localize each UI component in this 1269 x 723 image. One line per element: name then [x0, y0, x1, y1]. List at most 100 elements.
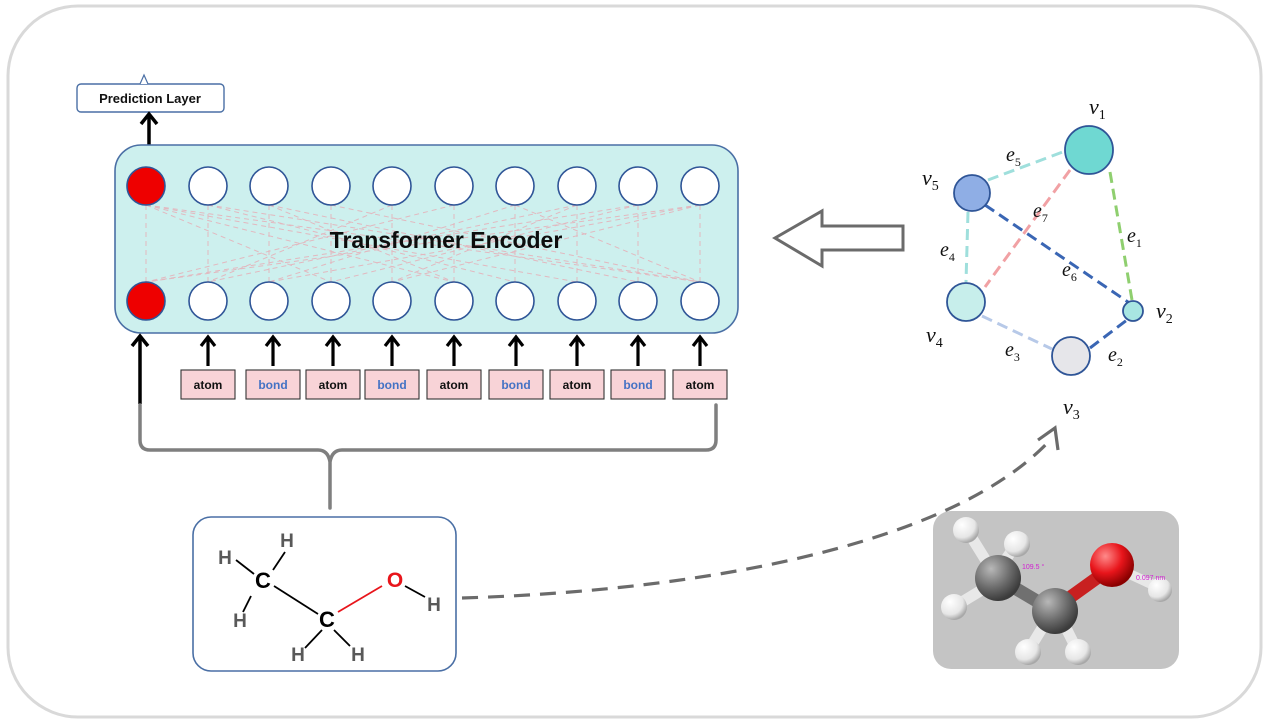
encoder-input-node-cls [126, 281, 166, 321]
encoder-output-node [618, 166, 658, 206]
atom-label-c2: C [319, 607, 335, 632]
attention-line [391, 204, 578, 283]
graph-node-v4 [946, 282, 986, 322]
prediction-layer-box [76, 83, 225, 113]
encoder-output-node [311, 166, 351, 206]
atom3d-hydrogen [1004, 531, 1030, 557]
encoder-output-node [372, 166, 412, 206]
encoder-output-node [680, 166, 720, 206]
token-label: atom [194, 378, 223, 392]
edge-label-e1: e1 [1127, 225, 1142, 250]
encoder-title: Transformer Encoder [330, 227, 563, 253]
atom-label-h3: H [233, 611, 247, 632]
atom-label-c1: C [255, 568, 271, 593]
prediction-layer-label: Prediction Layer [99, 91, 201, 106]
atom3d-hydrogen [1015, 639, 1041, 665]
encoder-output-node [249, 166, 289, 206]
token-box [672, 369, 728, 400]
graph-node-v1 [1064, 125, 1114, 175]
node-label-v3: v3 [1063, 394, 1080, 423]
edge-line-e5 [987, 148, 1069, 182]
attention-line [330, 204, 639, 283]
input-brace [138, 403, 718, 510]
token-atom: atom [672, 334, 728, 400]
encoder-output-node [188, 166, 228, 206]
token-bond: bond [364, 334, 420, 400]
token-box [305, 369, 361, 400]
node-label-v4: v4 [926, 322, 943, 351]
attention-line [207, 204, 701, 283]
attention-line [145, 204, 332, 283]
attention-line [391, 204, 701, 283]
edge-line-e3 [981, 314, 1053, 351]
token-box [488, 369, 544, 400]
graph-nodes [946, 125, 1144, 376]
attention-lines [145, 204, 701, 283]
molecule-3d-atoms [941, 517, 1172, 665]
edge-label-e7: e7 [1033, 200, 1048, 225]
token-atom: atom [305, 334, 361, 400]
token-bond: bond [488, 334, 544, 400]
attention-line [268, 204, 516, 283]
edge-label-e2: e2 [1108, 344, 1123, 369]
token-box [549, 369, 605, 400]
token-arrow-head [568, 334, 586, 347]
atom-label-h1: H [218, 548, 232, 569]
encoder-input-node [188, 281, 228, 321]
attention-line [207, 204, 516, 283]
graph-node-v5 [953, 174, 991, 212]
token-atom: atom [426, 334, 482, 400]
attention-line [207, 204, 393, 283]
prediction-layer: Prediction Layer [76, 73, 225, 113]
token-label: bond [623, 378, 652, 392]
encoder-input-node [557, 281, 597, 321]
encoder-input-node [495, 281, 535, 321]
attention-line [145, 204, 455, 283]
edge-line-e4 [964, 211, 970, 283]
edge-line-e1 [1108, 171, 1134, 301]
edge-line-e2 [1089, 318, 1128, 350]
encoder-output-node [434, 166, 474, 206]
token-label: atom [563, 378, 592, 392]
edge-label-e4: e4 [940, 239, 955, 264]
encode-arrow [772, 208, 905, 269]
token-label: atom [440, 378, 469, 392]
atom3d-hydrogen [1065, 639, 1091, 665]
token-label: atom [319, 378, 348, 392]
token-label: bond [377, 378, 406, 392]
attention-line [145, 204, 455, 283]
edge-line-e6 [984, 203, 1129, 304]
token-row: atom bond atom bond atom bond atom bond atom [180, 334, 728, 400]
token-bond: bond [610, 334, 666, 400]
atom3d-hydrogen [941, 594, 967, 620]
token-label: bond [258, 378, 287, 392]
atom-label-h4: H [427, 595, 441, 616]
token-arrow-head [324, 334, 342, 347]
atom-label-h2: H [280, 531, 294, 552]
atom3d-hydrogen [953, 517, 979, 543]
token-box [245, 369, 301, 400]
prediction-layer-notch [139, 73, 149, 85]
cls-input-arrow [130, 333, 150, 404]
atom-label-h5: H [291, 645, 305, 666]
encoder-input-node [434, 281, 474, 321]
encoder-input-node [311, 281, 351, 321]
token-arrow-head [691, 334, 709, 347]
edge-label-e5: e5 [1006, 144, 1021, 169]
token-arrow-head [264, 334, 282, 347]
attention-line [145, 204, 701, 283]
atom-label-o: O [387, 569, 403, 592]
encoder-input-node [249, 281, 289, 321]
graph-node-v3 [1051, 336, 1091, 376]
token-arrow-head [507, 334, 525, 347]
token-box [180, 369, 236, 400]
molecule-2d-box [192, 516, 457, 672]
atom3d-oxygen [1090, 543, 1134, 587]
graph-edges [964, 148, 1134, 351]
encoder-input-node [618, 281, 658, 321]
token-arrow-head [629, 334, 647, 347]
